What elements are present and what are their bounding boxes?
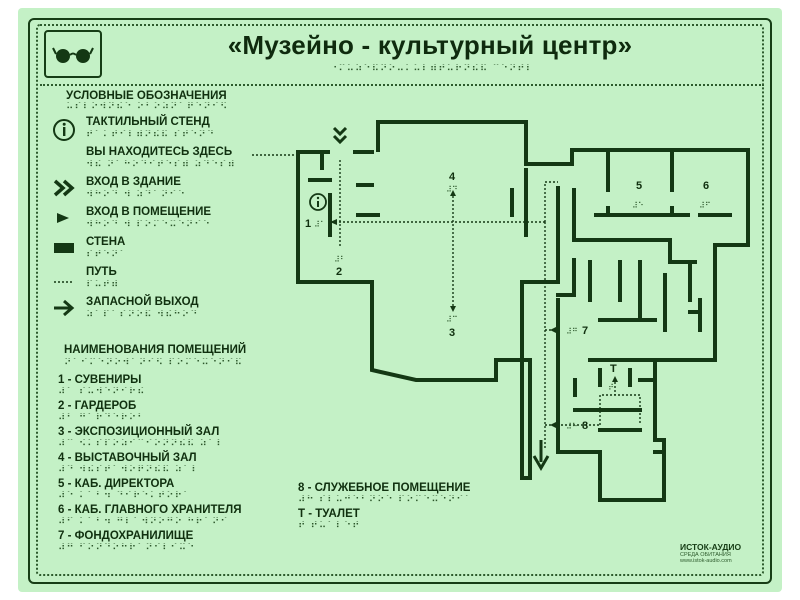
room-name-braille: ⠼⠑ ⠅⠁⠃⠲ ⠙⠊⠗⠑⠅⠞⠕⠗⠁	[58, 491, 192, 501]
room-number-7: 7	[582, 325, 588, 337]
legend-item-room-entrance: ВХОД В ПОМЕЩЕНИЕ ⠺⠓⠕⠙ ⠺ ⠏⠕⠍⠑⠭⠑⠝⠊⠑	[52, 206, 292, 236]
room-name-label: 4 - ВЫСТАВОЧНЫЙ ЗАЛ	[58, 452, 197, 464]
legend: УСЛОВНЫЕ ОБОЗНАЧЕНИЯ ⠥⠎⠇⠕⠺⠝⠮⠑ ⠕⠃⠕⠵⠝⠁⠟⠑⠝⠊…	[52, 90, 292, 326]
legend-braille: ⠵⠁⠏⠁⠎⠝⠕⠯ ⠺⠮⠓⠕⠙	[86, 310, 199, 320]
room-names: НАИМЕНОВАНИЯ ПОМЕЩЕНИЙ ⠝⠁⠊⠍⠑⠝⠕⠺⠁⠝⠊⠫ ⠏⠕⠍⠑…	[58, 344, 308, 556]
room-name-braille: ⠼⠉ ⠪⠅⠎⠏⠕⠵⠊⠉⠊⠕⠝⠝⠮⠯ ⠵⠁⠇	[58, 439, 225, 449]
legend-braille: ⠺⠓⠕⠙ ⠺ ⠵⠙⠁⠝⠊⠑	[86, 190, 186, 200]
room-name-label: 8 - СЛУЖЕБНОЕ ПОМЕЩЕНИЕ	[298, 482, 471, 494]
legend-label: СТЕНА	[86, 236, 126, 248]
emergency-exit-arrow	[532, 440, 550, 471]
room-name-item: 6 - КАБ. ГЛАВНОГО ХРАНИТЕЛЯ⠼⠋ ⠅⠁⠃⠲ ⠛⠇⠁⠺⠝…	[58, 504, 308, 530]
info-circle-icon	[52, 118, 80, 141]
svg-text:⠼⠋: ⠼⠋	[699, 201, 711, 210]
walls	[296, 120, 750, 502]
room-name-label: 3 - ЭКСПОЗИЦИОННЫЙ ЗАЛ	[58, 426, 220, 438]
svg-text:⠼⠁: ⠼⠁	[314, 220, 326, 229]
svg-text:⠼⠃: ⠼⠃	[334, 255, 346, 264]
legend-item-wall: СТЕНА ⠎⠞⠑⠝⠁	[52, 236, 292, 266]
room-name-label: 7 - ФОНДОХРАНИЛИЩЕ	[58, 530, 194, 542]
room-number-1: 1	[305, 218, 311, 230]
triangle-arrow-icon	[52, 208, 80, 230]
svg-text:⠼⠛: ⠼⠛	[566, 327, 578, 336]
legend-heading: УСЛОВНЫЕ ОБОЗНАЧЕНИЯ	[66, 90, 227, 102]
maker-name: ИСТОК-АУДИО	[680, 542, 742, 552]
legend-braille: ⠎⠞⠑⠝⠁	[86, 250, 128, 260]
svg-text:⠼⠉: ⠼⠉	[446, 315, 458, 324]
room-name-braille: ⠼⠃ ⠛⠁⠗⠙⠑⠗⠕⠃	[58, 413, 146, 423]
svg-text:⠼⠑: ⠼⠑	[632, 201, 644, 210]
legend-label: ВХОД В ПОМЕЩЕНИЕ	[86, 206, 212, 218]
title-braille: ⠐⠍⠥⠵⠑⠯⠝⠕⠤⠅⠥⠇⠾⠞⠥⠗⠝⠮⠯ ⠉⠑⠝⠞⠗	[330, 64, 530, 74]
legend-label: ВХОД В ЗДАНИЕ	[86, 176, 181, 188]
room-name-braille: ⠼⠓ ⠎⠇⠥⠚⠑⠃⠝⠕⠑ ⠏⠕⠍⠑⠭⠑⠝⠊⠑	[298, 495, 468, 505]
room-names-heading-braille: ⠝⠁⠊⠍⠑⠝⠕⠺⠁⠝⠊⠫ ⠏⠕⠍⠑⠭⠑⠝⠊⠯	[64, 358, 243, 368]
double-chevron-icon	[52, 178, 80, 200]
room-numbers: 1 2 3 4 5 6 7 8 Т	[305, 171, 709, 432]
room-name-item: 4 - ВЫСТАВОЧНЫЙ ЗАЛ⠼⠙ ⠺⠮⠎⠞⠁⠺⠕⠟⠝⠮⠯ ⠵⠁⠇	[58, 452, 308, 478]
sign-border	[28, 18, 772, 584]
legend-label: ЗАПАСНОЙ ВЫХОД	[86, 296, 199, 308]
svg-text:⠼⠓: ⠼⠓	[566, 422, 578, 431]
room-name-label: 5 - КАБ. ДИРЕКТОРА	[58, 478, 175, 490]
legend-label: ВЫ НАХОДИТЕСЬ ЗДЕСЬ	[86, 146, 233, 158]
legend-heading-braille: ⠥⠎⠇⠕⠺⠝⠮⠑ ⠕⠃⠕⠵⠝⠁⠟⠑⠝⠊⠫	[66, 102, 229, 112]
legend-item-path: ПУТЬ ⠏⠥⠞⠾	[52, 266, 292, 296]
legend-label: ТАКТИЛЬНЫЙ СТЕНД	[86, 116, 210, 128]
legend-item-tactile-stand: ТАКТИЛЬНЫЙ СТЕНД ⠞⠁⠅⠞⠊⠇⠾⠝⠮⠯ ⠎⠞⠑⠝⠙	[52, 116, 292, 146]
info-circle-icon	[309, 193, 327, 211]
map-braille-marks: ⠼⠁ ⠼⠃ ⠼⠉ ⠼⠙ ⠼⠑ ⠼⠋ ⠼⠛ ⠼⠓ ⠞	[314, 185, 711, 431]
glasses-icon	[44, 30, 102, 78]
double-chevron-icon	[332, 126, 348, 145]
room-number-5: 5	[636, 180, 642, 192]
room-name-item: 2 - ГАРДЕРОБ⠼⠃ ⠛⠁⠗⠙⠑⠗⠕⠃	[58, 400, 308, 426]
room-number-8: 8	[582, 420, 588, 432]
room-name-label: 1 - СУВЕНИРЫ	[58, 374, 142, 386]
maker-url: www.istok-audio.com	[680, 558, 732, 564]
room-entrance-markers	[330, 190, 618, 428]
room-name-item: 7 - ФОНДОХРАНИЛИЩЕ⠼⠛ ⠋⠕⠝⠙⠕⠓⠗⠁⠝⠊⠇⠊⠭⠑	[58, 530, 308, 556]
room-name-label: 2 - ГАРДЕРОБ	[58, 400, 137, 412]
arrow-right-icon	[52, 298, 80, 320]
dotted-path-line	[52, 268, 80, 290]
wall-swatch	[52, 238, 80, 260]
legend-label: ПУТЬ	[86, 266, 117, 278]
legend-item-emergency-exit: ЗАПАСНОЙ ВЫХОД ⠵⠁⠏⠁⠎⠝⠕⠯ ⠺⠮⠓⠕⠙	[52, 296, 292, 326]
braille-dot-frame	[36, 24, 764, 576]
room-names-continued: 8 - СЛУЖЕБНОЕ ПОМЕЩЕНИЕ⠼⠓ ⠎⠇⠥⠚⠑⠃⠝⠕⠑ ⠏⠕⠍⠑…	[298, 482, 518, 534]
room-name-label: 6 - КАБ. ГЛАВНОГО ХРАНИТЕЛЯ	[58, 504, 242, 516]
room-name-braille: ⠼⠋ ⠅⠁⠃⠲ ⠛⠇⠁⠺⠝⠕⠛⠕ ⠓⠗⠁⠝⠊⠞⠑⠇⠫	[58, 517, 228, 527]
room-name-braille: ⠼⠁ ⠎⠥⠺⠑⠝⠊⠗⠮	[58, 387, 146, 397]
room-name-item: 1 - СУВЕНИРЫ⠼⠁ ⠎⠥⠺⠑⠝⠊⠗⠮	[58, 374, 308, 400]
room-name-item: 3 - ЭКСПОЗИЦИОННЫЙ ЗАЛ⠼⠉ ⠪⠅⠎⠏⠕⠵⠊⠉⠊⠕⠝⠝⠮⠯ …	[58, 426, 308, 452]
room-name-item: 5 - КАБ. ДИРЕКТОРА⠼⠑ ⠅⠁⠃⠲ ⠙⠊⠗⠑⠅⠞⠕⠗⠁	[58, 478, 308, 504]
room-name-braille: ⠼⠛ ⠋⠕⠝⠙⠕⠓⠗⠁⠝⠊⠇⠊⠭⠑	[58, 543, 196, 553]
room-name-item: Т - ТУАЛЕТ⠞ ⠞⠥⠁⠇⠑⠞	[298, 508, 518, 534]
svg-text:⠼⠙: ⠼⠙	[446, 185, 458, 194]
room-name-item: 8 - СЛУЖЕБНОЕ ПОМЕЩЕНИЕ⠼⠓ ⠎⠇⠥⠚⠑⠃⠝⠕⠑ ⠏⠕⠍⠑…	[298, 482, 518, 508]
page-title: «Музейно - культурный центр»	[227, 30, 633, 60]
room-number-2: 2	[336, 266, 342, 278]
maker-sub: СРЕДА ОБИТАНИЯ	[680, 552, 731, 558]
room-number-t: Т	[610, 363, 617, 375]
room-number-3: 3	[449, 327, 455, 339]
sign-plate	[18, 8, 782, 592]
svg-text:⠞: ⠞	[608, 383, 614, 392]
legend-item-you-are-here: ВЫ НАХОДИТЕСЬ ЗДЕСЬ ⠺⠮ ⠝⠁⠓⠕⠙⠊⠞⠑⠎⠾ ⠵⠙⠑⠎⠾	[52, 146, 292, 176]
room-name-braille: ⠼⠙ ⠺⠮⠎⠞⠁⠺⠕⠟⠝⠮⠯ ⠵⠁⠇	[58, 465, 200, 475]
room-name-label: Т - ТУАЛЕТ	[298, 508, 360, 520]
room-number-6: 6	[703, 180, 709, 192]
header-divider	[40, 84, 764, 86]
room-name-braille: ⠞ ⠞⠥⠁⠇⠑⠞	[298, 521, 361, 531]
legend-item-building-entrance: ВХОД В ЗДАНИЕ ⠺⠓⠕⠙ ⠺ ⠵⠙⠁⠝⠊⠑	[52, 176, 292, 206]
legend-braille: ⠞⠁⠅⠞⠊⠇⠾⠝⠮⠯ ⠎⠞⠑⠝⠙	[86, 130, 216, 140]
manufacturer-logo: ИСТОК-АУДИО СРЕДА ОБИТАНИЯ www.istok-aud…	[680, 542, 760, 564]
room-names-heading: НАИМЕНОВАНИЯ ПОМЕЩЕНИЙ	[64, 344, 247, 356]
room-number-4: 4	[449, 171, 456, 183]
legend-braille: ⠺⠓⠕⠙ ⠺ ⠏⠕⠍⠑⠭⠑⠝⠊⠑	[86, 220, 211, 230]
legend-braille: ⠺⠮ ⠝⠁⠓⠕⠙⠊⠞⠑⠎⠾ ⠵⠙⠑⠎⠾	[86, 160, 236, 170]
legend-braille: ⠏⠥⠞⠾	[86, 280, 120, 290]
